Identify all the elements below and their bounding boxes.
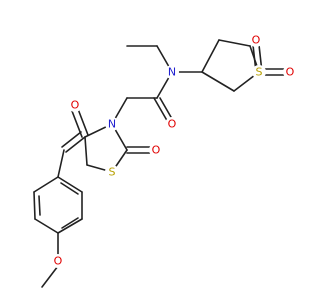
bond	[60, 182, 79, 195]
oxygen-atom: O	[51, 254, 65, 268]
bond	[57, 149, 65, 178]
bond	[33, 176, 59, 193]
oxygen-atom: O	[68, 98, 82, 112]
bond	[65, 136, 86, 153]
bond	[77, 108, 89, 136]
bond	[84, 136, 88, 166]
bond	[57, 176, 83, 193]
bond	[57, 218, 83, 234]
svg-text:O: O	[152, 144, 161, 157]
svg-text:S: S	[109, 166, 116, 179]
nitrogen-atom: N	[105, 117, 119, 131]
bond	[41, 265, 59, 288]
oxygen-atom: O	[165, 117, 179, 131]
bond	[38, 195, 41, 216]
sulfur-atom: S	[252, 65, 266, 79]
sulfur-atom: S	[105, 165, 119, 179]
bond	[34, 218, 59, 234]
svg-text:O: O	[168, 118, 177, 131]
svg-text:S: S	[256, 66, 263, 79]
bond	[61, 217, 79, 229]
svg-text:O: O	[286, 66, 295, 79]
bond	[33, 191, 36, 220]
bond	[201, 39, 220, 73]
oxygen-atom: O	[283, 65, 297, 79]
oxygen-atom: O	[249, 33, 263, 47]
bond	[201, 71, 235, 92]
nitrogen-atom: N	[165, 65, 179, 79]
svg-text:O: O	[252, 34, 261, 47]
oxygen-atom: O	[149, 143, 163, 157]
svg-text:O: O	[54, 255, 63, 268]
atom-layer: O S O N O N O S	[51, 33, 297, 268]
molecule-structure: O S O N O N O S	[33, 33, 297, 288]
bond	[218, 39, 251, 47]
svg-text:N: N	[108, 118, 116, 131]
svg-text:O: O	[71, 99, 80, 112]
bond	[153, 97, 170, 125]
bond	[61, 131, 82, 148]
svg-text:N: N	[168, 66, 176, 79]
bond-layer	[33, 39, 287, 288]
